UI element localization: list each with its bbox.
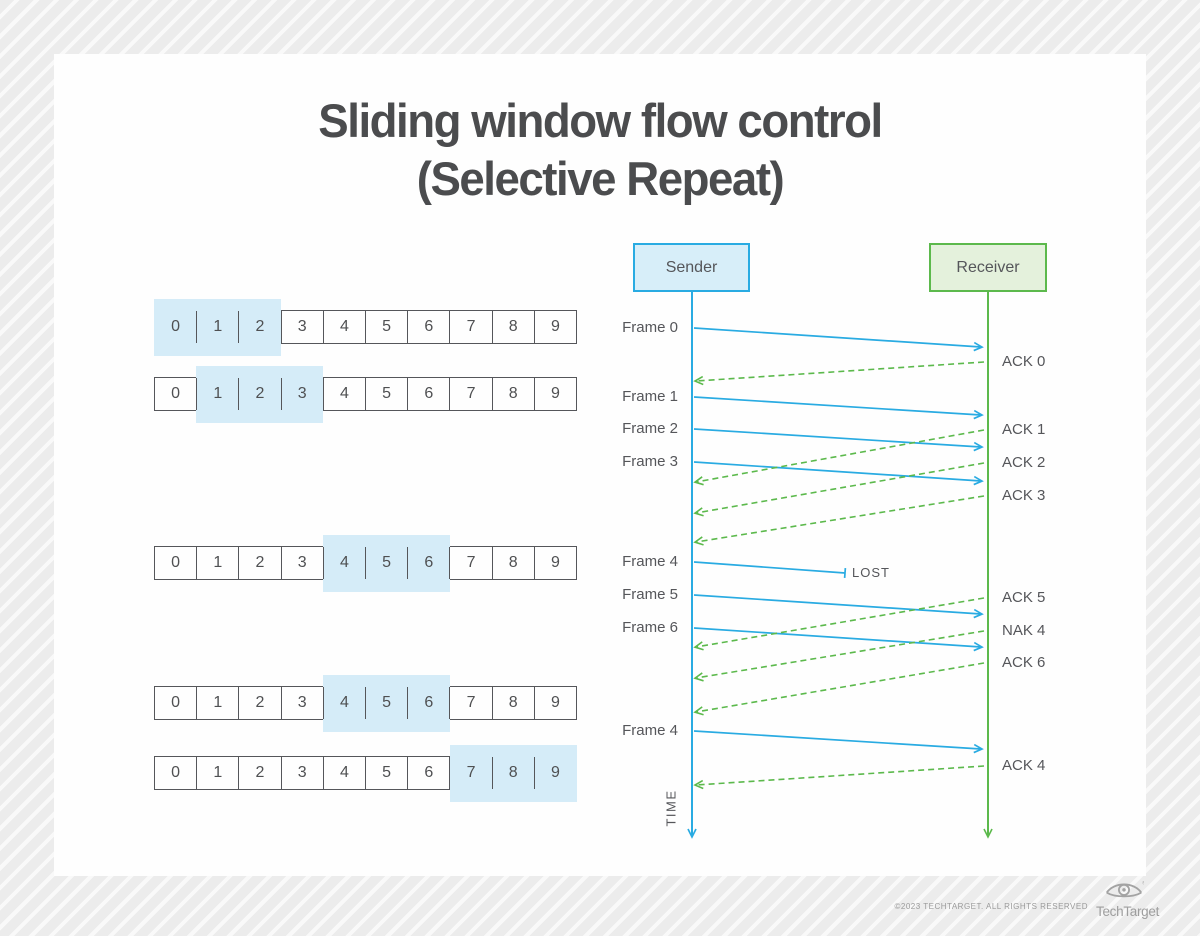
window-cell: 6 <box>408 547 451 579</box>
window-cell: 5 <box>366 547 409 579</box>
window-cell: 1 <box>197 547 240 579</box>
window-cell: 8 <box>493 757 535 789</box>
window-cell: 6 <box>408 757 451 789</box>
sender-label: Sender <box>665 258 718 276</box>
window-cell: 6 <box>408 687 451 719</box>
window-highlight <box>154 299 281 356</box>
window-cell: 0 <box>155 757 198 789</box>
window-cell: 5 <box>366 311 409 343</box>
window-cell: 6 <box>408 311 451 343</box>
window-cell: 6 <box>408 378 451 410</box>
window-cell: 4 <box>324 687 367 719</box>
window-cell: 2 <box>239 547 282 579</box>
window-cell: 5 <box>366 378 409 410</box>
window-cell: 8 <box>493 687 535 719</box>
window-cell: 7 <box>450 687 493 719</box>
frame-label: Frame 6 <box>622 619 678 636</box>
ack-label: ACK 3 <box>1002 487 1046 504</box>
lost-label: LOST <box>852 565 890 580</box>
frame-label: Frame 2 <box>622 420 678 437</box>
window-cell: 4 <box>324 757 367 789</box>
receiver-label: Receiver <box>956 258 1020 276</box>
window-cell: 0 <box>155 547 198 579</box>
diagram-title: Sliding window flow control (Selective R… <box>18 92 1182 208</box>
window-cell: 7 <box>450 311 493 343</box>
title-line-2: (Selective Repeat) <box>416 152 785 205</box>
frame-label: Frame 3 <box>622 453 678 470</box>
frame-label: Frame 4 <box>622 553 678 570</box>
window-cell: 9 <box>550 318 560 335</box>
window-cell: 3 <box>282 311 324 343</box>
window-cell: 4 <box>324 311 367 343</box>
window-cell: 3 <box>282 757 324 789</box>
frame-label: Frame 0 <box>622 319 678 336</box>
window-highlight <box>323 675 451 732</box>
window-cell: 0 <box>155 378 198 410</box>
window-highlight <box>196 366 324 423</box>
svg-text:®: ® <box>1142 879 1144 885</box>
window-cell: 9 <box>550 554 560 571</box>
window-cell: 0 <box>155 311 198 343</box>
sender-box: Sender <box>633 243 750 292</box>
window-cell: 2 <box>239 311 282 343</box>
frame-label: Frame 4 <box>622 722 678 739</box>
window-cell: 7 <box>450 547 493 579</box>
window-cell: 7 <box>450 378 493 410</box>
window-cell: 5 <box>366 757 409 789</box>
techtarget-logo: ® TechTarget <box>1096 878 1160 919</box>
ack-label: ACK 0 <box>1002 353 1046 370</box>
ack-label: ACK 4 <box>1002 757 1046 774</box>
ack-label: ACK 5 <box>1002 589 1046 606</box>
window-cell: 5 <box>366 687 409 719</box>
copyright-text: ©2023 TECHTARGET. ALL RIGHTS RESERVED <box>894 902 1088 911</box>
window-cell: 3 <box>282 378 324 410</box>
window-cell: 1 <box>197 757 240 789</box>
ack-label: ACK 6 <box>1002 654 1046 671</box>
window-cell: 1 <box>197 687 240 719</box>
title-line-1: Sliding window flow control <box>318 94 883 147</box>
window-cell: 2 <box>239 687 282 719</box>
receiver-box: Receiver <box>929 243 1047 292</box>
window-cell: 3 <box>282 687 324 719</box>
ack-label: ACK 1 <box>1002 421 1046 438</box>
window-cell: 1 <box>197 378 240 410</box>
window-cell: 9 <box>550 694 560 711</box>
window-cell: 3 <box>282 547 324 579</box>
window-cell: 1 <box>197 311 240 343</box>
frame-label: Frame 5 <box>622 586 678 603</box>
window-cell: 0 <box>155 687 198 719</box>
window-cell: 8 <box>493 547 535 579</box>
window-cell: 9 <box>550 385 560 402</box>
window-cell: 8 <box>493 311 535 343</box>
window-cell: 9 <box>550 764 560 781</box>
brand-name: TechTarget <box>1096 904 1160 919</box>
window-cell: 4 <box>324 378 367 410</box>
window-highlight <box>323 535 451 592</box>
time-axis-label: TIME <box>663 789 679 827</box>
window-cell: 8 <box>493 378 535 410</box>
window-cell: 4 <box>324 547 367 579</box>
ack-label: NAK 4 <box>1002 622 1046 639</box>
window-highlight <box>450 745 577 802</box>
ack-label: ACK 2 <box>1002 454 1046 471</box>
window-cell: 2 <box>239 757 282 789</box>
frame-label: Frame 1 <box>622 388 678 405</box>
eye-target-icon: ® <box>1105 879 1146 898</box>
window-cell: 7 <box>450 757 493 789</box>
window-cell: 2 <box>239 378 282 410</box>
